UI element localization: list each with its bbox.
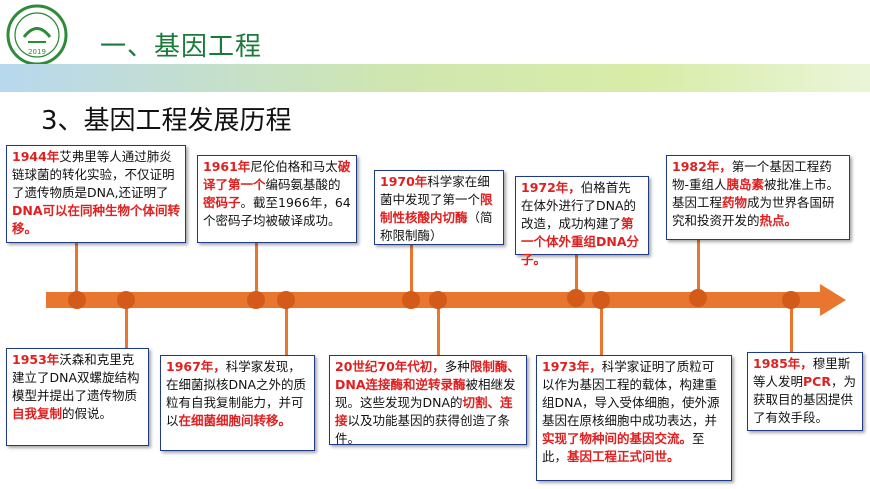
event-text: ，为获取目的基因提供了有效手段。 bbox=[753, 374, 856, 425]
event-highlight-text: 第一个体外重组DNA分子。 bbox=[521, 216, 640, 267]
dot-1985 bbox=[782, 291, 800, 309]
event-highlight-text: 密码子 bbox=[203, 195, 241, 210]
stem-1967 bbox=[285, 300, 288, 355]
stem-1961 bbox=[255, 243, 258, 293]
event-1985: 1985年，穆里斯等人发明PCR，为获取目的基因提供了有效手段。 bbox=[747, 352, 863, 431]
event-highlight-text: PCR bbox=[803, 374, 831, 389]
event-1967: 1967年，科学家发现，在细菌拟核DNA之外的质粒有自我复制能力，并可以在细菌细… bbox=[160, 355, 315, 451]
event-year: 1985年， bbox=[753, 356, 813, 371]
dot-1972 bbox=[567, 289, 585, 307]
slide-subtitle: 3、基因工程发展历程 bbox=[41, 106, 292, 136]
stem-1972 bbox=[575, 255, 578, 295]
event-highlight-text: 限制性核酸内切酶 bbox=[380, 192, 493, 225]
event-highlight-text: 破译了第一个 bbox=[203, 159, 351, 192]
event-year: 20世纪70年代初， bbox=[335, 359, 445, 374]
stem-1944 bbox=[75, 243, 78, 293]
dot-1982 bbox=[689, 289, 707, 307]
event-1944: 1944年艾弗里等人通过肺炎链球菌的转化实验，不仅证明了遗传物质是DNA,还证明… bbox=[6, 145, 186, 243]
event-text: 以及功能基因的获得创造了条件。 bbox=[335, 413, 511, 446]
event-year: 1970年 bbox=[380, 174, 428, 189]
event-text: 。截至1966年，64个密码子均被破译成功。 bbox=[203, 195, 351, 228]
event-year: 1972年， bbox=[521, 180, 581, 195]
dot-1967 bbox=[277, 291, 295, 309]
stem-1985 bbox=[790, 300, 793, 352]
school-logo: 2019 bbox=[6, 4, 68, 66]
header-band bbox=[0, 64, 870, 92]
event-year: 1973年， bbox=[542, 359, 602, 374]
event-highlight-text: 实现了物种间的基因交流。 bbox=[542, 431, 693, 446]
event-1972: 1972年，伯格首先在体外进行了DNA的改造，成功构建了第一个体外重组DNA分子… bbox=[515, 176, 649, 267]
event-highlight-text: 限制酶、DNA连接酶和逆转录酶 bbox=[335, 359, 520, 392]
event-highlight-text: DNA可以在同种生物个体间转移。 bbox=[12, 203, 181, 236]
dot-1973 bbox=[592, 291, 610, 309]
event-highlight-text: 药物 bbox=[722, 195, 748, 210]
event-text: 被批准上市。基因工程 bbox=[672, 177, 840, 210]
event-highlight-text: 切割、连接 bbox=[335, 395, 513, 428]
dot-1970 bbox=[402, 291, 420, 309]
slide-title: 一、基因工程 bbox=[100, 32, 263, 62]
event-text: 尼伦伯格和马太 bbox=[250, 159, 338, 174]
event-1961: 1961年尼伦伯格和马太破译了第一个编码氨基酸的密码子。截至1966年，64个密… bbox=[197, 155, 357, 243]
event-text: 科学家在细菌中发现了第一个 bbox=[380, 174, 490, 207]
event-year: 1967年， bbox=[166, 359, 226, 374]
event-highlight-text: 自我复制 bbox=[12, 406, 63, 421]
event-year: 1944年 bbox=[12, 149, 60, 164]
event-text: 的假说。 bbox=[62, 406, 113, 421]
event-text: （简称限制酶） bbox=[380, 210, 493, 243]
event-text: 编码氨基酸的 bbox=[265, 177, 341, 192]
stem-1970 bbox=[410, 245, 413, 293]
event-text: 沃森和克里克建立了DNA双螺旋结构模型并提出了遗传物质 bbox=[12, 352, 140, 403]
dot-1970s bbox=[429, 291, 447, 309]
event-text: 科学家发现，在细菌拟核DNA之外的质粒有自我复制能力，并可以 bbox=[166, 359, 307, 428]
event-1982: 1982年，第一个基因工程药物-重组人胰岛素被批准上市。基因工程药物成为世界各国… bbox=[666, 155, 850, 240]
event-text: 被相继发现。这些发现为DNA的 bbox=[335, 377, 516, 410]
event-year: 1982年， bbox=[672, 159, 732, 174]
event-year: 1961年 bbox=[203, 159, 251, 174]
event-highlight-text: 在细菌细胞间转移。 bbox=[178, 413, 292, 428]
stem-1953 bbox=[125, 300, 128, 348]
event-text: 穆里斯等人发明 bbox=[753, 356, 851, 389]
event-highlight-text: 胰岛素 bbox=[726, 177, 765, 192]
event-1970: 1970年科学家在细菌中发现了第一个限制性核酸内切酶（简称限制酶） bbox=[374, 170, 504, 245]
event-text: 艾弗里等人通过肺炎链球菌的转化实验，不仅证明了遗传物质是DNA,还证明了 bbox=[12, 149, 175, 200]
event-1973: 1973年，科学家证明了质粒可以作为基因工程的载体，构建重组DNA，导入受体细胞… bbox=[536, 355, 732, 481]
dot-1944 bbox=[68, 291, 86, 309]
event-text: 伯格首先在体外进行了DNA的改造，成功构建了 bbox=[521, 180, 637, 231]
event-text: 至此， bbox=[542, 431, 705, 464]
logo-year: 2019 bbox=[28, 48, 46, 56]
event-1953: 1953年沃森和克里克建立了DNA双螺旋结构模型并提出了遗传物质自我复制的假说。 bbox=[6, 348, 149, 446]
event-text: 成为世界各国研究和投资开发的 bbox=[672, 195, 835, 228]
event-highlight-text: 热点。 bbox=[759, 213, 798, 228]
event-year: 1953年 bbox=[12, 352, 60, 367]
stem-1982 bbox=[697, 240, 700, 292]
stem-1970s bbox=[437, 300, 440, 355]
event-highlight-text: 基因工程正式问世。 bbox=[567, 449, 680, 464]
event-text: 科学家证明了质粒可以作为基因工程的载体，构建重组DNA，导入受体细胞，使外源基因… bbox=[542, 359, 720, 428]
dot-1953 bbox=[117, 291, 135, 309]
event-text: 第一个基因工程药物-重组人 bbox=[672, 159, 832, 192]
event-1970s: 20世纪70年代初，多种限制酶、DNA连接酶和逆转录酶被相继发现。这些发现为DN… bbox=[329, 355, 527, 446]
dot-1961 bbox=[247, 291, 265, 309]
event-text: 多种 bbox=[444, 359, 470, 374]
stem-1973 bbox=[600, 300, 603, 355]
